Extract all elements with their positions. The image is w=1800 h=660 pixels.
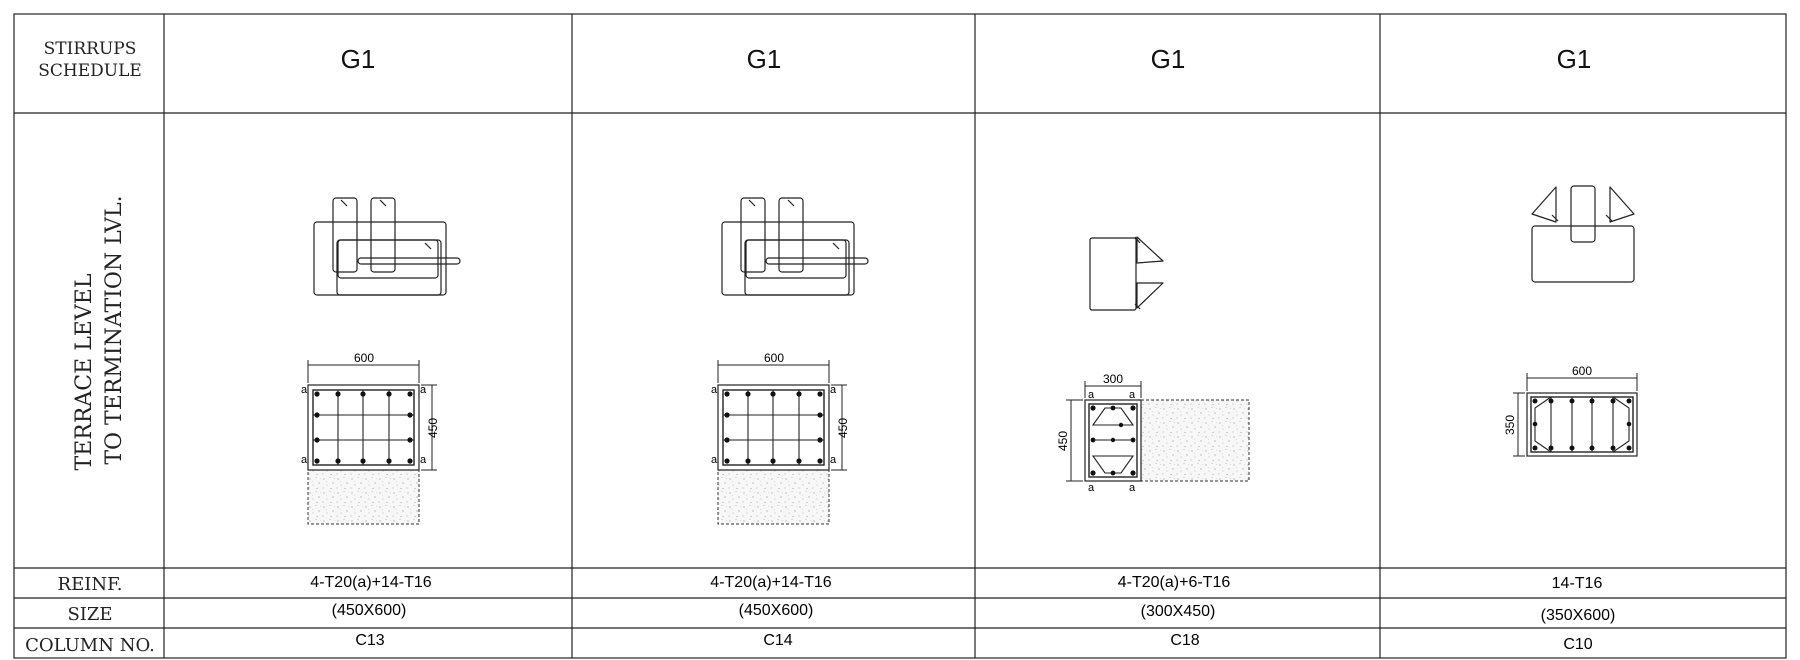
dim-depth: 450: [836, 418, 850, 438]
corner-title-line1: STIRRUPS: [44, 39, 137, 59]
stirrup-shapes-c14: [721, 197, 869, 296]
cover-mark: a: [420, 454, 427, 466]
dim-width: 300: [1103, 372, 1123, 386]
row-label-reinf: REINF.: [58, 574, 123, 595]
cover-mark: a: [711, 454, 718, 466]
size-value: (450X600): [332, 602, 407, 619]
reinf-value: 4-T20(a)+14-T16: [310, 574, 431, 591]
beam-mark: G1: [1557, 44, 1592, 74]
dim-width: 600: [764, 351, 784, 365]
level-label-line1: TERRACE LEVEL: [72, 273, 97, 470]
cover-mark: a: [420, 384, 427, 396]
cover-mark: a: [1088, 482, 1095, 494]
cover-mark: a: [830, 384, 837, 396]
column-no-value: C18: [1170, 632, 1199, 649]
dim-depth: 350: [1503, 415, 1517, 435]
level-label-line2: TO TERMINATION LVL.: [102, 195, 127, 464]
reinf-value: 4-T20(a)+6-T16: [1118, 574, 1231, 591]
cover-mark: a: [301, 454, 308, 466]
column-section-c14: 600 450 a a a a: [711, 351, 850, 525]
reinf-value: 4-T20(a)+14-T16: [710, 574, 831, 591]
beam-mark: G1: [1151, 44, 1186, 74]
cover-mark: a: [711, 384, 718, 396]
corner-title-line2: SCHEDULE: [38, 61, 142, 81]
beam-mark: G1: [747, 44, 782, 74]
dim-width: 600: [354, 351, 374, 365]
column-no-value: C10: [1563, 636, 1592, 653]
column-section-c18: 300 450 a a a a: [1056, 372, 1250, 494]
stirrup-shapes-c18: [1089, 236, 1164, 311]
stirrup-shapes-c13: [313, 197, 461, 296]
cover-mark: a: [1129, 482, 1136, 494]
column-section-c10: 600 350: [1503, 364, 1638, 457]
cover-mark: a: [301, 384, 308, 396]
reinf-value: 14-T16: [1552, 575, 1603, 592]
cover-mark: a: [1129, 389, 1136, 401]
stirrup-shapes-c10: [1531, 185, 1635, 283]
size-value: (350X600): [1541, 607, 1616, 624]
cover-mark: a: [830, 454, 837, 466]
size-value: (300X450): [1141, 603, 1216, 620]
row-label-size: SIZE: [67, 604, 112, 625]
size-value: (450X600): [739, 602, 814, 619]
column-no-value: C14: [763, 632, 792, 649]
cover-mark: a: [1088, 389, 1095, 401]
row-label-column-no: COLUMN NO.: [25, 635, 155, 656]
beam-mark: G1: [341, 44, 376, 74]
table-grid: [13, 13, 1787, 659]
column-section-c13: 600 450 a a a a: [301, 351, 440, 525]
dim-depth: 450: [1056, 431, 1070, 451]
column-no-value: C13: [355, 632, 384, 649]
dim-depth: 450: [426, 418, 440, 438]
dim-width: 600: [1572, 364, 1592, 378]
